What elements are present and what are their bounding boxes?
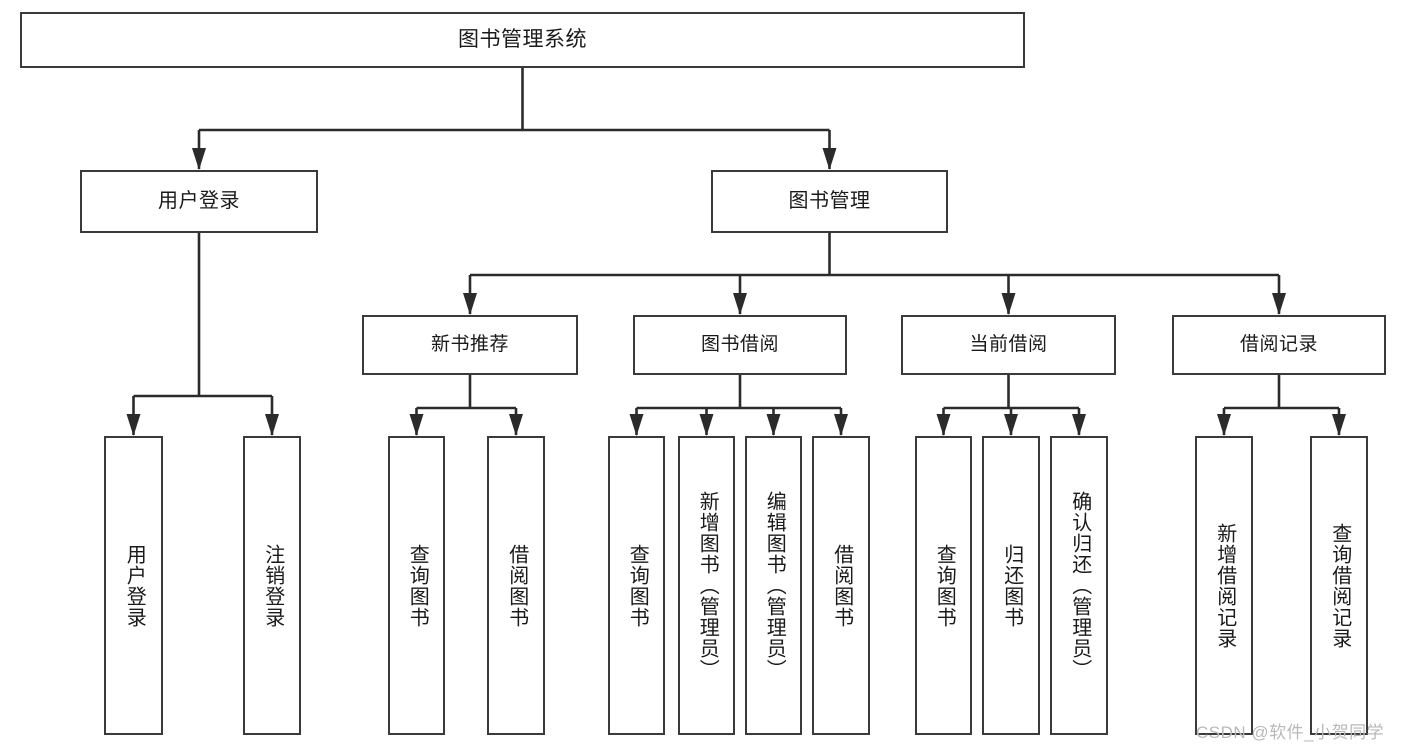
- edge-arrow-new-book-rec: [463, 293, 477, 315]
- node-label-leaf-rec-borrow-book: 借阅图书: [505, 543, 528, 628]
- edge-arrow-leaf-rec-query-record: [1332, 414, 1346, 436]
- edge-arrow-user-login: [192, 148, 206, 170]
- node-leaf-rec-query-book: 查询图书: [388, 436, 445, 735]
- node-label-book-manage: 图书管理: [788, 190, 871, 213]
- node-root: 图书管理系统: [20, 12, 1025, 68]
- edge-arrow-leaf-rec-query-book: [409, 414, 424, 436]
- node-borrow-record: 借阅记录: [1172, 315, 1386, 375]
- node-label-leaf-rec-query-book: 查询图书: [406, 543, 429, 628]
- node-label-leaf-rec-add-record: 新增借阅记录: [1213, 522, 1236, 649]
- node-leaf-rec-query-record: 查询借阅记录: [1310, 436, 1368, 735]
- node-new-book-rec: 新书推荐: [362, 315, 578, 375]
- edge-arrow-leaf-user-login: [126, 414, 141, 436]
- node-leaf-borrow-query-book: 查询图书: [608, 436, 665, 735]
- node-current-borrow: 当前借阅: [901, 315, 1116, 375]
- edge-arrow-leaf-borrow-borrow-book: [834, 414, 848, 436]
- node-label-book-borrow: 图书借阅: [700, 334, 779, 356]
- edge-arrow-leaf-cur-confirm-return: [1072, 414, 1086, 436]
- edge-arrow-leaf-borrow-edit-book: [766, 414, 781, 436]
- node-book-manage: 图书管理: [711, 170, 948, 233]
- node-label-new-book-rec: 新书推荐: [430, 334, 509, 356]
- node-label-leaf-rec-query-record: 查询借阅记录: [1328, 522, 1351, 649]
- node-label-leaf-borrow-query-book: 查询图书: [626, 543, 649, 628]
- node-label-leaf-cur-query-book: 查询图书: [933, 543, 956, 628]
- edge-arrow-book-manage: [822, 148, 837, 170]
- node-label-leaf-borrow-add-book: 新增图书（管理员）: [696, 491, 719, 680]
- edge-arrow-leaf-cur-query-book: [936, 414, 951, 436]
- node-leaf-rec-add-record: 新增借阅记录: [1195, 436, 1253, 735]
- node-leaf-rec-borrow-book: 借阅图书: [487, 436, 545, 735]
- node-label-leaf-logout: 注销登录: [261, 543, 284, 628]
- node-leaf-cur-query-book: 查询图书: [915, 436, 972, 735]
- edge-arrow-borrow-record: [1272, 293, 1286, 315]
- node-user-login: 用户登录: [80, 170, 318, 233]
- node-label-leaf-cur-return-book: 归还图书: [1000, 543, 1023, 628]
- node-leaf-user-login: 用户登录: [104, 436, 163, 735]
- watermark-label: CSDN @软件_小贺同学: [1196, 723, 1385, 742]
- edge-arrow-leaf-rec-borrow-book: [509, 414, 523, 436]
- node-leaf-borrow-borrow-book: 借阅图书: [812, 436, 870, 735]
- node-leaf-borrow-add-book: 新增图书（管理员）: [678, 436, 735, 735]
- node-leaf-logout: 注销登录: [243, 436, 301, 735]
- node-label-current-borrow: 当前借阅: [969, 334, 1048, 356]
- node-leaf-cur-confirm-return: 确认归还（管理员）: [1050, 436, 1108, 735]
- node-label-user-login: 用户登录: [158, 190, 240, 213]
- edge-arrow-current-borrow: [1001, 293, 1016, 315]
- node-label-borrow-record: 借阅记录: [1239, 334, 1318, 356]
- edge-arrow-leaf-borrow-query-book: [629, 414, 644, 436]
- node-leaf-cur-return-book: 归还图书: [982, 436, 1040, 735]
- node-label-leaf-user-login: 用户登录: [123, 543, 146, 628]
- node-label-leaf-borrow-borrow-book: 借阅图书: [830, 543, 853, 628]
- edge-arrow-leaf-borrow-add-book: [699, 414, 714, 436]
- node-label-root: 图书管理系统: [458, 28, 587, 52]
- edge-arrow-leaf-logout: [265, 414, 279, 436]
- node-label-leaf-cur-confirm-return: 确认归还（管理员）: [1068, 491, 1091, 680]
- edge-arrow-leaf-rec-add-record: [1217, 414, 1231, 436]
- edge-arrow-leaf-cur-return-book: [1004, 414, 1018, 436]
- node-leaf-borrow-edit-book: 编辑图书（管理员）: [745, 436, 802, 735]
- node-label-leaf-borrow-edit-book: 编辑图书（管理员）: [763, 491, 786, 680]
- node-book-borrow: 图书借阅: [633, 315, 847, 375]
- edge-arrow-book-borrow: [733, 293, 747, 315]
